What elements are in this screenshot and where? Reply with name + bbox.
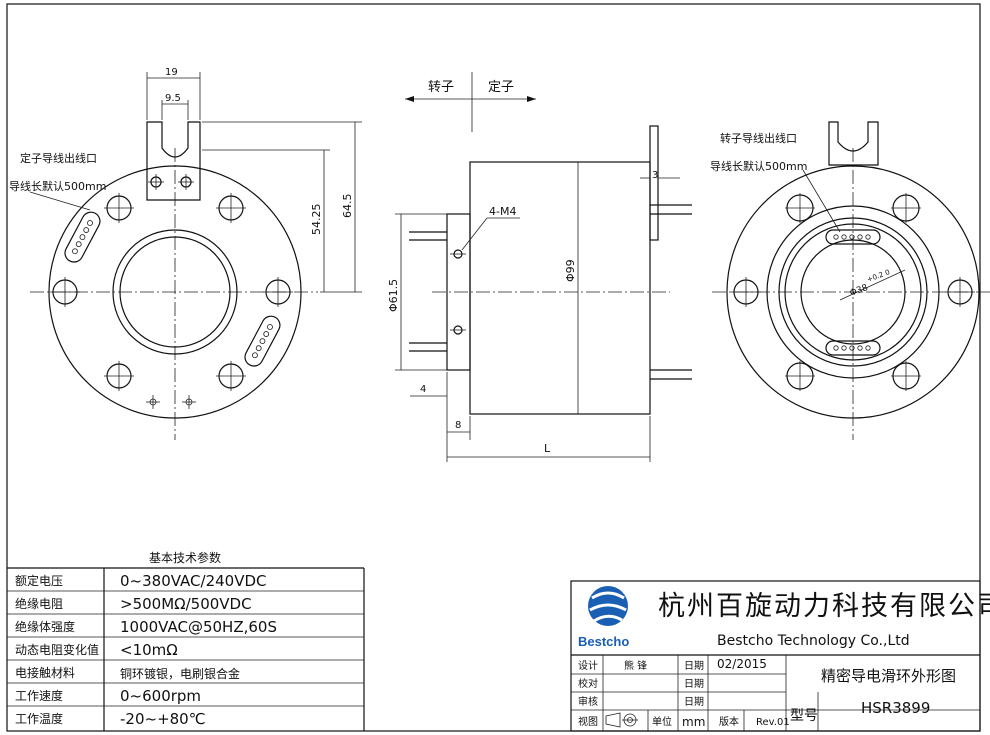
version-value: Rev.01 bbox=[756, 717, 790, 728]
logo-text: Bestcho bbox=[578, 634, 629, 649]
right-view: 转子导线出线口 导线长默认500mm Φ38 +0.2 0 bbox=[710, 121, 990, 440]
dim-8: 8 bbox=[455, 420, 461, 431]
date-value: 02/2015 bbox=[717, 657, 767, 671]
drawing-border bbox=[6, 3, 981, 732]
spec-row-label: 动态电阻变化值 bbox=[15, 642, 99, 657]
dim-bore: Φ38 bbox=[849, 283, 870, 299]
date-label: 日期 bbox=[684, 660, 704, 672]
side-view: 转子 定子 4-M4 3 Φ99 Φ61. bbox=[387, 72, 692, 462]
rotor-lead-length-note: 导线长默认500mm bbox=[710, 159, 807, 173]
drawing-title: 精密导电滑环外形图 bbox=[821, 667, 956, 685]
projection-symbol-icon bbox=[605, 712, 638, 728]
spec-row-value: >500MΩ/500VDC bbox=[120, 595, 252, 613]
spec-row-label: 绝缘体强度 bbox=[15, 619, 75, 634]
spec-row-value: <10mΩ bbox=[120, 641, 178, 659]
model-value: HSR3899 bbox=[861, 699, 930, 717]
spec-row-value: 0~600rpm bbox=[120, 687, 201, 705]
spec-row-label: 工作温度 bbox=[15, 711, 63, 726]
dim-54-25: 54.25 bbox=[310, 204, 323, 236]
company-name-en: Bestcho Technology Co.,Ltd bbox=[717, 633, 910, 649]
spec-row-value: 铜环镀银，电刷银合金 bbox=[120, 666, 240, 681]
dim-4: 4 bbox=[420, 384, 426, 395]
design-label: 设计 bbox=[578, 659, 598, 672]
spec-row-label: 绝缘电阻 bbox=[15, 596, 63, 611]
unit-label: 单位 bbox=[652, 715, 672, 728]
designer-name: 熊 锋 bbox=[624, 659, 647, 672]
bestcho-logo: Bestcho bbox=[578, 586, 629, 649]
rotor-lead-note: 转子导线出线口 bbox=[720, 131, 797, 145]
right-outer-circle bbox=[726, 165, 980, 419]
spec-table: 基本技术参数 额定电压 绝缘电阻 绝缘体强度 动态电阻变化值 电接触材料 工作速… bbox=[7, 550, 365, 731]
spec-row-value: 0~380VAC/240VDC bbox=[120, 572, 266, 590]
stator-lead-note: 定子导线出线口 bbox=[20, 151, 97, 165]
dim-d99: Φ99 bbox=[564, 259, 577, 282]
spec-row-label: 电接触材料 bbox=[15, 665, 75, 680]
dim-bore-tolerance: +0.2 0 bbox=[866, 268, 891, 284]
left-view: 19 9.5 54.25 64.5 定子导线出线口 导线长默认500mm bbox=[9, 67, 362, 440]
dim-64-5: 64.5 bbox=[341, 194, 354, 219]
left-outer-circle bbox=[48, 165, 302, 419]
dim-L: L bbox=[544, 442, 551, 455]
stator-lead-length-note: 导线长默认500mm bbox=[9, 179, 106, 193]
company-name-cn: 杭州百旋动力科技有限公司 bbox=[658, 591, 990, 622]
model-label: 型号 bbox=[790, 708, 818, 724]
rotor-label: 转子 bbox=[428, 80, 454, 95]
version-label: 版本 bbox=[719, 715, 739, 728]
view-label: 视图 bbox=[578, 715, 598, 728]
spec-row-value: 1000VAC@50HZ,60S bbox=[120, 618, 277, 636]
spec-row-label: 额定电压 bbox=[15, 573, 63, 588]
dim-3: 3 bbox=[652, 170, 658, 181]
date-label: 日期 bbox=[684, 696, 704, 708]
date-label: 日期 bbox=[684, 678, 704, 690]
dim-9-5: 9.5 bbox=[165, 93, 181, 104]
unit-value: mm bbox=[682, 715, 705, 729]
title-block: Bestcho 杭州百旋动力科技有限公司 Bestcho Technology … bbox=[570, 580, 990, 732]
dim-d61-5: Φ61.5 bbox=[387, 279, 400, 312]
stator-label: 定子 bbox=[488, 80, 514, 95]
spec-row-value: -20~+80℃ bbox=[120, 710, 206, 728]
dim-4-m4: 4-M4 bbox=[489, 205, 516, 218]
spec-table-title: 基本技术参数 bbox=[149, 550, 221, 565]
review-label: 审核 bbox=[578, 695, 598, 708]
dim-19: 19 bbox=[165, 67, 178, 78]
check-label: 校对 bbox=[578, 677, 598, 690]
spec-row-label: 工作速度 bbox=[15, 688, 63, 703]
